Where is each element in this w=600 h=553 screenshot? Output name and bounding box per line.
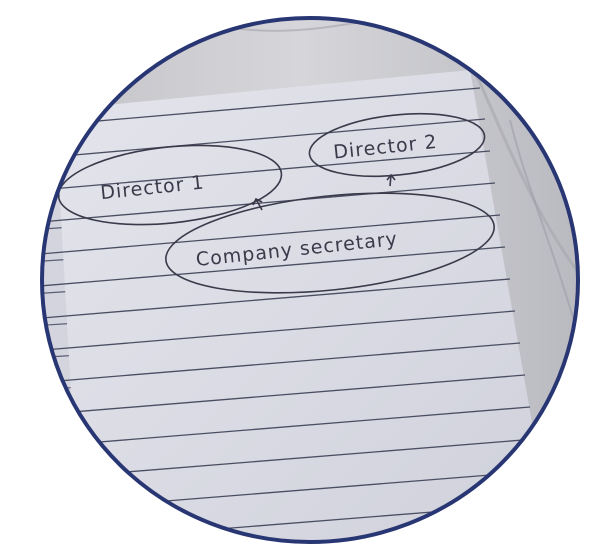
- director-1-ellipse: [57, 144, 283, 226]
- ruled-lines: [42, 87, 546, 542]
- arrow-up-icon: [252, 197, 263, 211]
- company-secretary-ellipse: [165, 192, 495, 294]
- notebook-page: [55, 70, 555, 542]
- marble-vein: [468, 59, 578, 301]
- marble-vein: [509, 119, 578, 381]
- arrow-up-icon: [386, 173, 396, 187]
- circle-frame: [40, 16, 580, 544]
- director-2-ellipse: [308, 112, 486, 178]
